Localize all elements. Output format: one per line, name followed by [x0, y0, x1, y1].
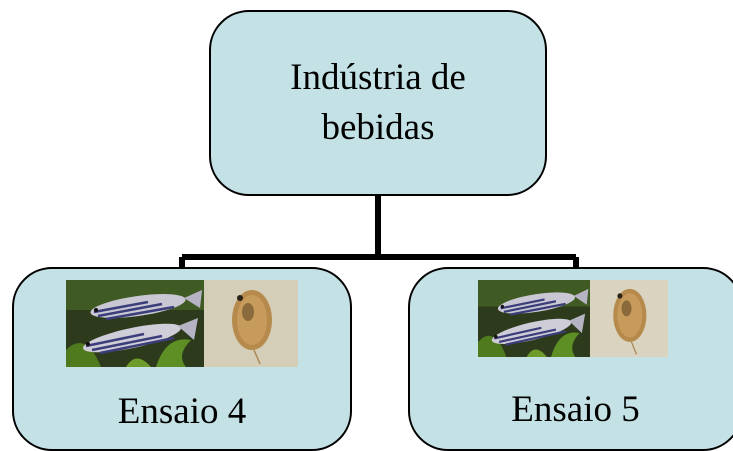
root-node: Indústria de bebidas	[209, 10, 547, 196]
zebrafish-image	[66, 280, 204, 367]
child-label: Ensaio 5	[511, 389, 640, 430]
child-label: Ensaio 4	[117, 391, 247, 432]
child-node-ensaio-4: Ensaio 4	[12, 267, 352, 451]
child-node-ensaio-5: Ensaio 5	[408, 267, 733, 451]
organism-images	[66, 280, 298, 367]
daphnia-image	[204, 280, 298, 367]
zebrafish-image	[478, 280, 590, 357]
daphnia-image	[590, 280, 668, 357]
organism-images	[478, 280, 668, 357]
root-label: Indústria de bebidas	[290, 57, 466, 148]
